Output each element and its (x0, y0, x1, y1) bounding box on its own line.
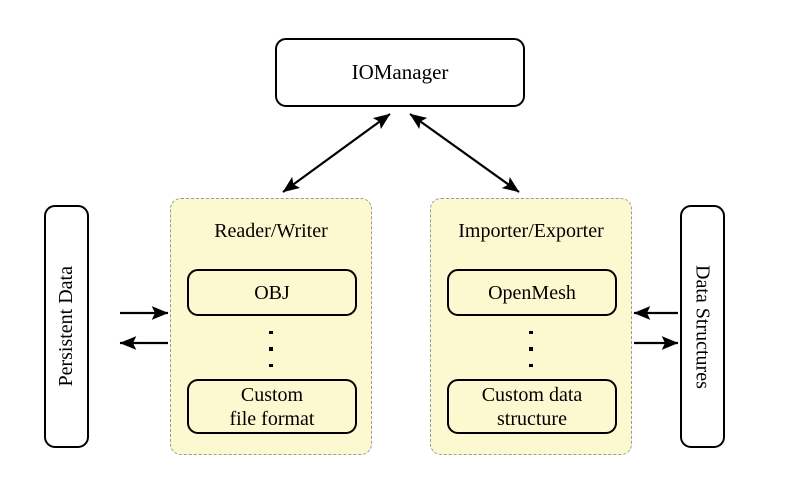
ellipsis-dot (269, 347, 273, 351)
group-importer-exporter-title: Importer/Exporter (458, 220, 604, 242)
node-openmesh[interactable]: OpenMesh (447, 269, 617, 316)
node-custom-data-structure-line2: structure (497, 407, 567, 430)
node-data-structures[interactable]: Data Structures (680, 205, 725, 448)
group-reader-writer-title: Reader/Writer (214, 220, 328, 242)
node-obj-label: OBJ (254, 281, 290, 304)
node-custom-file-format[interactable]: Custom file format (187, 379, 357, 434)
node-custom-data-structure[interactable]: Custom data structure (447, 379, 617, 434)
arrow-iomanager-reader-writer (282, 113, 391, 193)
group-reader-writer[interactable]: Reader/Writer OBJ Custom file format (170, 198, 372, 455)
ellipsis-dot (269, 331, 273, 335)
node-custom-file-format-line2: file format (229, 407, 315, 430)
node-iomanager[interactable]: IOManager (275, 38, 525, 107)
node-custom-data-structure-line1: Custom data (481, 383, 583, 406)
ellipsis-importer-exporter (431, 327, 631, 371)
node-data-structures-label: Data Structures (691, 264, 714, 389)
ellipsis-dot (529, 331, 533, 335)
ellipsis-dot (529, 363, 533, 367)
ellipsis-dot (529, 347, 533, 351)
ellipsis-reader-writer (171, 327, 371, 371)
node-iomanager-label: IOManager (351, 59, 449, 84)
node-persistent-data[interactable]: Persistent Data (44, 205, 89, 448)
node-custom-file-format-line1: Custom (240, 383, 304, 406)
group-importer-exporter[interactable]: Importer/Exporter OpenMesh Custom data s… (430, 198, 632, 455)
node-custom-file-format-label: Custom file format (230, 383, 315, 431)
node-custom-data-structure-label: Custom data structure (482, 383, 583, 431)
arrow-iomanager-importer-exporter (409, 113, 520, 193)
node-obj[interactable]: OBJ (187, 269, 357, 316)
node-persistent-data-label: Persistent Data (55, 266, 78, 387)
node-openmesh-label: OpenMesh (488, 281, 576, 304)
ellipsis-dot (269, 363, 273, 367)
